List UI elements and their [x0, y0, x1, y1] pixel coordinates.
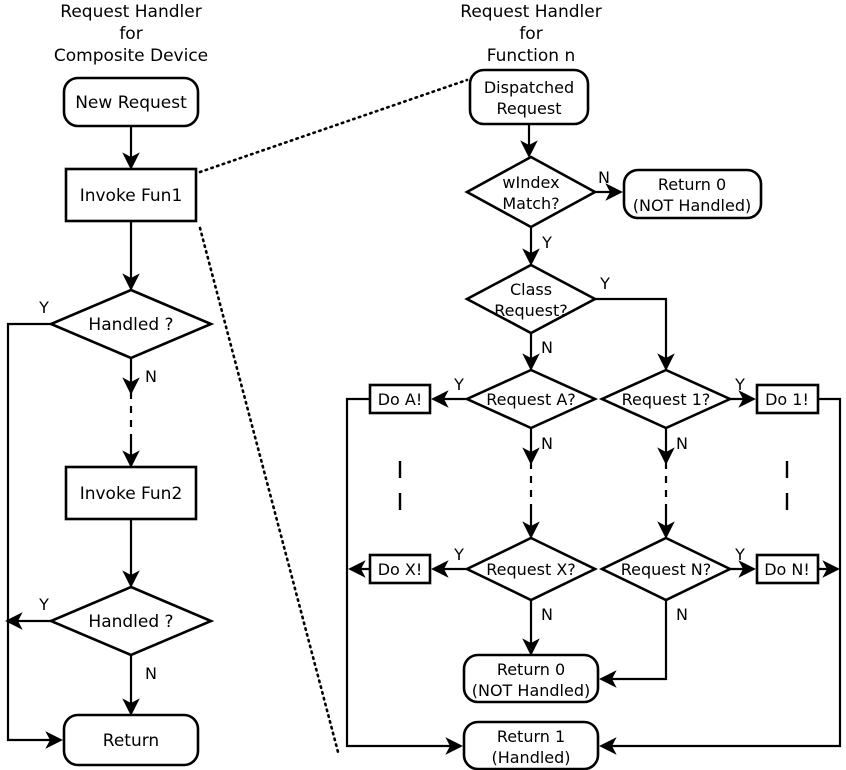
node-return-shape [62, 713, 200, 767]
title-right-line-3: Function n [487, 46, 576, 66]
label-reqa-no: N [541, 434, 553, 453]
node-return1: Return 1 (Handled) [462, 720, 600, 770]
label-reqx-no: N [541, 605, 553, 624]
node-class-request: Class Request? [464, 263, 598, 335]
label-windex-yes: Y [541, 233, 552, 252]
label-handled1-no: N [145, 367, 157, 386]
label-reqx-yes: Y [453, 545, 464, 564]
label-class-no: N [541, 338, 553, 357]
title-left: Request Handler for Composite Device [54, 2, 208, 66]
node-return: Return [62, 713, 200, 767]
node-invoke-fun2-label: Invoke Fun2 [80, 484, 183, 504]
node-do-a-shape [368, 383, 432, 415]
label-req1-yes: Y [734, 375, 745, 394]
node-do-x-label: Do X! [378, 560, 423, 579]
label-handled2-yes: Y [38, 595, 49, 614]
node-class-request-shape [464, 263, 598, 335]
node-windex-match: wIndex Match? [464, 155, 598, 229]
node-dispatched-request: Dispatched Request [468, 68, 590, 126]
node-do-a: Do A! [368, 383, 432, 415]
node-return0-top: Return 0 (NOT Handled) [622, 168, 763, 220]
title-right-line-1: Request Handler [460, 2, 601, 22]
node-request-1-label: Request 1? [622, 390, 711, 409]
node-request-a: Request A? [463, 368, 599, 430]
node-return0-top-line-1: Return 0 [658, 175, 726, 194]
title-right: Request Handler for Function n [460, 2, 601, 66]
node-request-n: Request N? [599, 536, 733, 602]
edge-requestN-no-to-return0 [599, 600, 668, 688]
node-dispatched-request-line-1: Dispatched [484, 78, 574, 97]
label-handled1-yes: Y [38, 298, 49, 317]
node-return0-top-shape [622, 168, 763, 220]
node-return1-shape [462, 720, 600, 770]
node-request-a-label: Request A? [486, 390, 576, 409]
node-do-1: Do 1! [755, 383, 820, 415]
node-do-n: Do N! [755, 553, 820, 585]
node-do-x: Do X! [368, 553, 432, 585]
node-do-1-shape [755, 383, 820, 415]
node-class-request-line-1: Class [510, 280, 552, 299]
title-left-line-3: Composite Device [54, 46, 208, 66]
node-do-n-label: Do N! [764, 560, 810, 579]
label-req1-no: N [676, 434, 688, 453]
node-return-label: Return [103, 731, 159, 751]
node-return0-top-line-2: (NOT Handled) [633, 196, 751, 215]
node-handled-1-label: Handled ? [88, 315, 173, 335]
label-reqn-no: N [676, 605, 688, 624]
expansion-connector-bottom [198, 226, 340, 754]
node-do-x-shape [368, 553, 432, 585]
node-return0-bottom: Return 0 (NOT Handled) [462, 653, 600, 704]
node-windex-match-shape [464, 155, 598, 229]
node-invoke-fun1: Invoke Fun1 [64, 167, 198, 223]
title-left-line-2: for [119, 24, 142, 44]
node-new-request-label: New Request [75, 93, 187, 113]
node-windex-match-line-1: wIndex [502, 173, 559, 192]
label-class-yes: Y [599, 274, 610, 293]
node-return0-bottom-shape [462, 653, 600, 704]
node-handled-2-label: Handled ? [88, 612, 173, 632]
node-handled-2: Handled ? [47, 585, 215, 657]
edge-handled1-yes-to-return [6, 322, 63, 749]
label-reqa-yes: Y [453, 375, 464, 394]
node-return0-bottom-line-1: Return 0 [497, 660, 565, 679]
node-invoke-fun1-label: Invoke Fun1 [80, 186, 183, 206]
node-do-1-label: Do 1! [765, 390, 809, 409]
node-class-request-line-2: Request? [494, 301, 567, 320]
title-left-line-1: Request Handler [60, 2, 201, 22]
node-invoke-fun1-shape [64, 167, 198, 223]
node-return1-line-2: (Handled) [491, 748, 570, 767]
label-handled2-no: N [145, 664, 157, 683]
node-request-x: Request X? [464, 536, 598, 602]
label-reqn-yes: Y [734, 545, 745, 564]
node-invoke-fun2: Invoke Fun2 [64, 465, 198, 521]
label-windex-no: N [598, 168, 610, 187]
node-handled-1: Handled ? [47, 288, 215, 360]
node-return0-bottom-line-2: (NOT Handled) [472, 681, 590, 700]
node-dispatched-request-line-2: Request [497, 99, 562, 118]
expansion-connector-top [198, 78, 469, 174]
node-windex-match-line-2: Match? [502, 194, 559, 213]
node-new-request: New Request [62, 76, 200, 128]
node-request-x-label: Request X? [486, 560, 576, 579]
node-return1-line-1: Return 1 [497, 727, 565, 746]
title-right-line-2: for [519, 24, 542, 44]
edge-do1-to-return1 [599, 397, 842, 755]
node-do-a-label: Do A! [378, 390, 423, 409]
edge-doA-to-return1 [345, 397, 463, 755]
edge-class-yes-to-request1 [595, 297, 675, 371]
node-request-1: Request 1? [598, 368, 734, 430]
node-request-n-label: Request N? [621, 560, 712, 579]
